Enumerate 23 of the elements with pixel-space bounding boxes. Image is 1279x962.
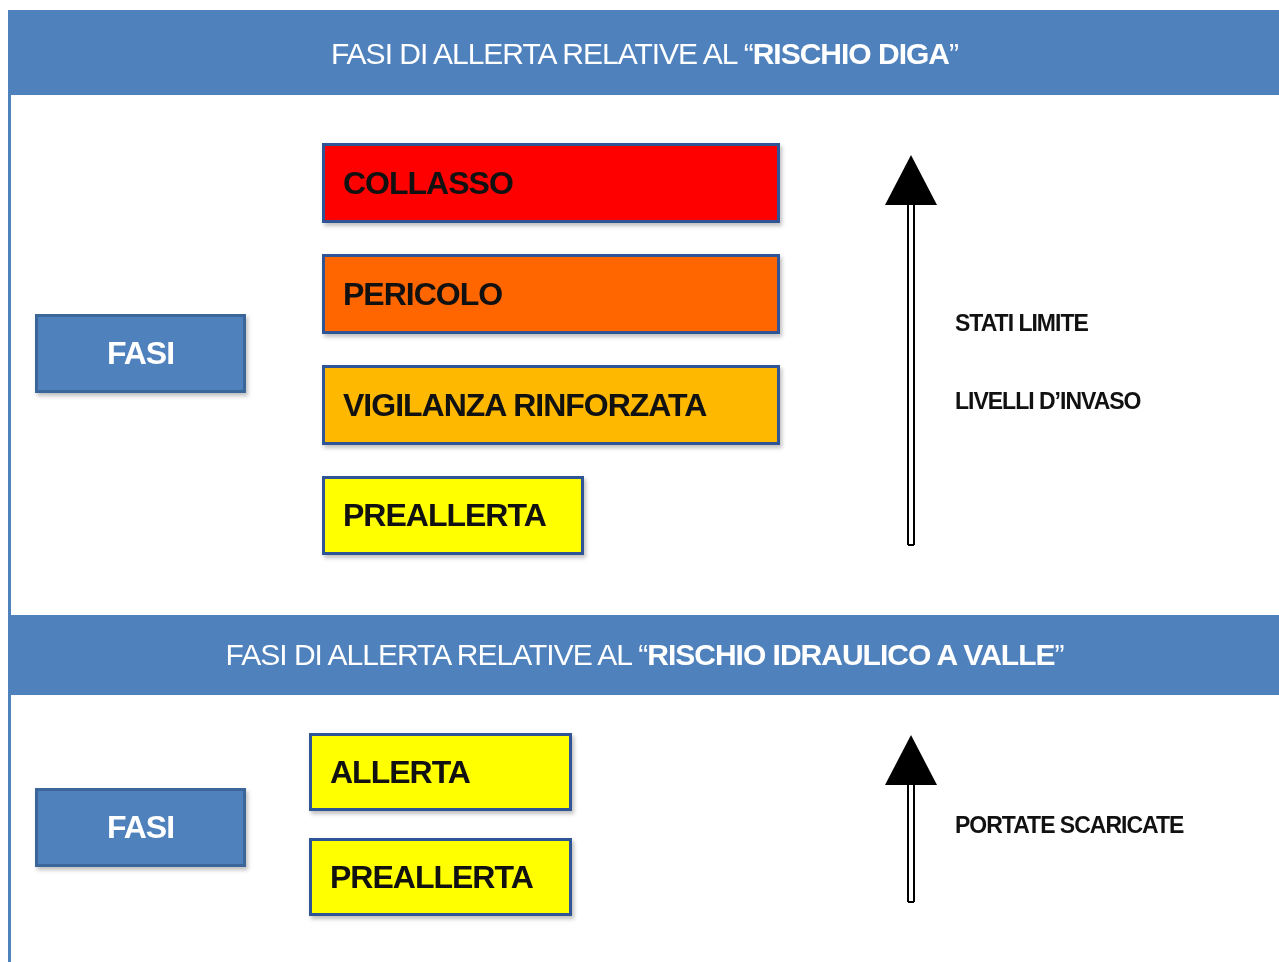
header-band <box>10 12 1279 95</box>
axis-label: LIVELLI D’INVASO <box>955 388 1141 415</box>
alert-phase-box <box>322 476 584 555</box>
phase-label: PREALLERTA <box>343 497 546 534</box>
alert-phase-box <box>322 143 780 223</box>
axis-label: STATI LIMITE <box>955 310 1088 337</box>
phase-category-box <box>35 788 246 867</box>
phase-label: FASI <box>106 809 175 846</box>
phase-label: PREALLERTA <box>330 858 533 896</box>
phase-label: VIGILANZA RINFORZATA <box>343 386 707 424</box>
section-heading: FASI DI ALLERTA RELATIVE AL “RISCHIO IDRAULICO A VALLE” <box>225 638 1064 672</box>
alert-phase-box <box>309 733 572 811</box>
phase-label: COLLASSO <box>343 164 513 202</box>
alert-phase-box <box>322 365 780 445</box>
section-heading: FASI DI ALLERTA RELATIVE AL “RISCHIO DIGA” <box>330 36 959 71</box>
phase-label: PERICOLO <box>343 275 503 313</box>
phase-label: ALLERTA <box>330 753 470 791</box>
alert-phase-box <box>309 838 572 916</box>
axis-label: PORTATE SCARICATE <box>955 812 1184 839</box>
phase-label: FASI <box>106 335 175 372</box>
alert-phase-box <box>322 254 780 334</box>
header-band <box>10 615 1279 695</box>
phase-category-box <box>35 314 246 393</box>
